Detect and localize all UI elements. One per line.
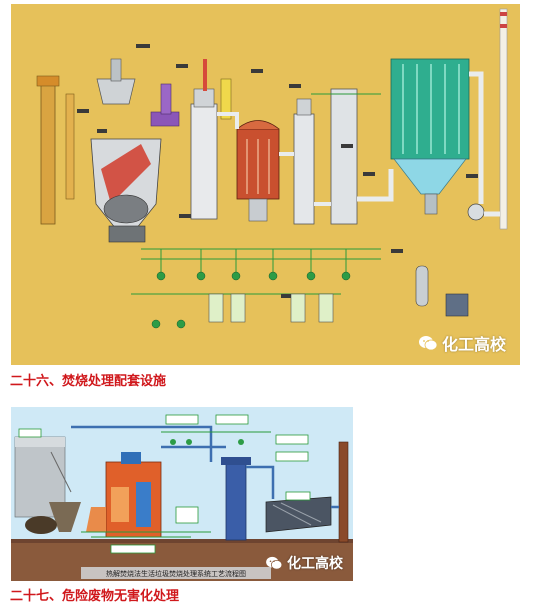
process-diagram-svg: 热解焚烧法生活垃圾焚烧处理系统工艺流程图 [11,414,353,581]
wechat-icon [418,336,438,351]
watermark-text: 化工高校 [287,556,343,572]
watermark: 化工高校 [418,331,506,355]
section-caption-27: 二十七、危险废物无害化处理 [10,589,180,604]
waste-incineration-process-diagram: 热解焚烧法生活垃圾焚烧处理系统工艺流程图 化工高校 [11,407,353,581]
watermark-text: 化工高校 [441,335,506,354]
wechat-icon [266,556,283,570]
watermark-2: 化工高校 [265,553,343,573]
process-diagram-title: 热解焚烧法生活垃圾焚烧处理系统工艺流程图 [106,569,246,578]
incineration-diagram-svg [36,8,508,329]
section-caption-26: 二十六、焚烧处理配套设施 [10,374,167,389]
incineration-facility-diagram: 化工高校 [11,4,520,365]
